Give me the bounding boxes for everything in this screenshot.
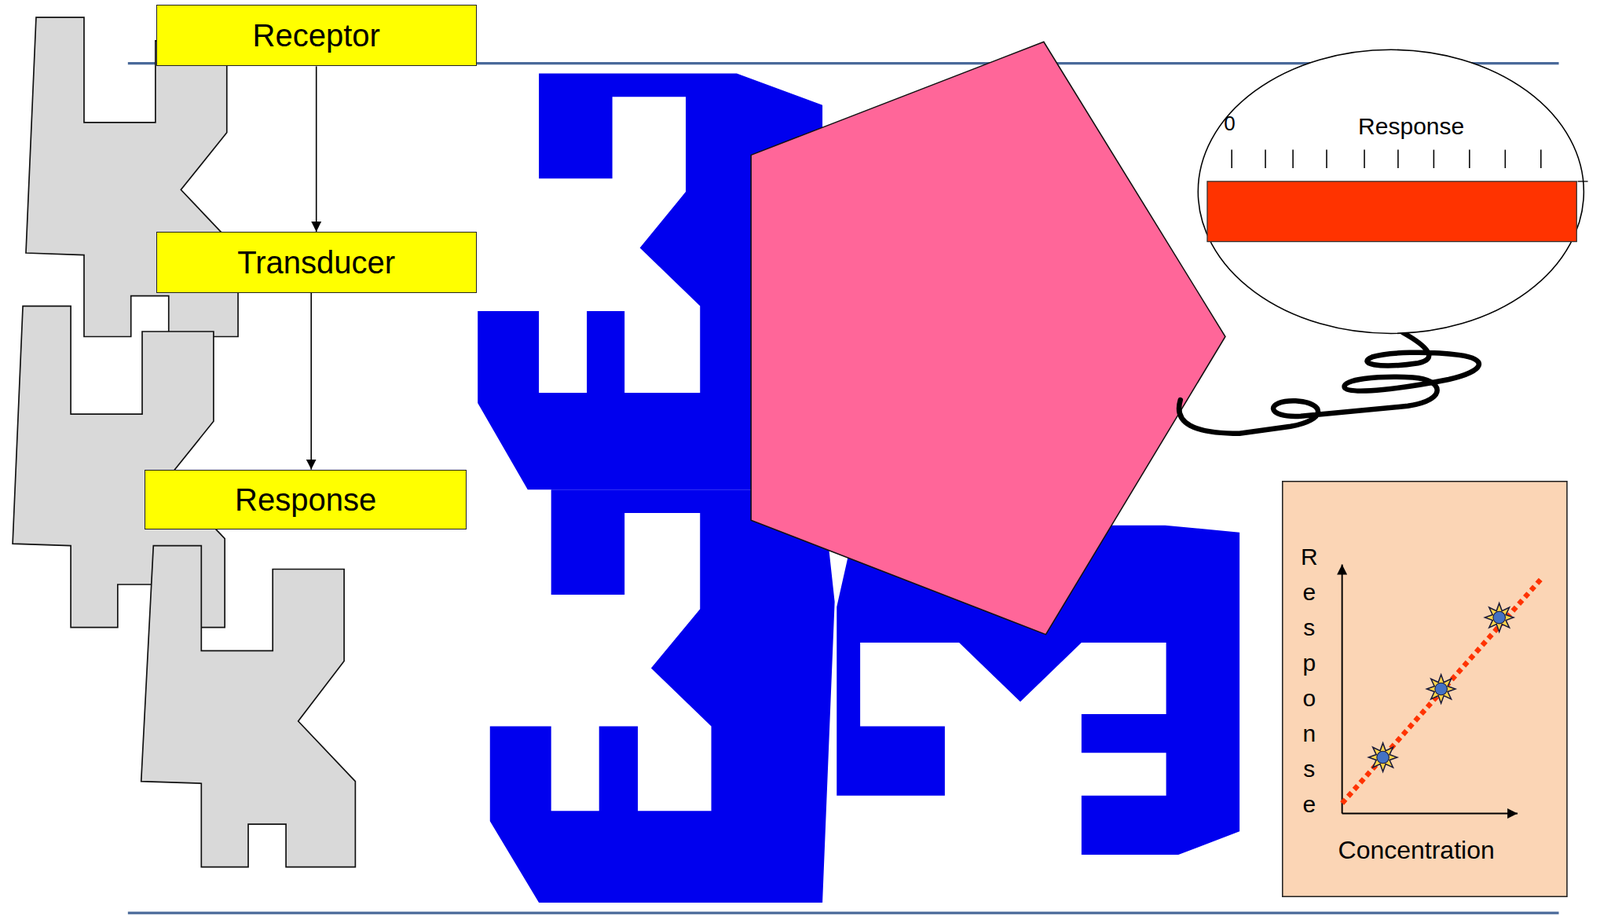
chart-panel	[1281, 480, 1568, 898]
data-dot	[1435, 682, 1448, 696]
x-axis	[1341, 812, 1517, 814]
dose-response-chart: ResponseConcentration	[1281, 480, 1568, 898]
gauge-tick	[1292, 150, 1294, 169]
process-label-box: Receptor	[156, 4, 477, 66]
flow-arrow	[315, 65, 318, 231]
axis-label: Concentration	[1338, 835, 1495, 865]
gauge-tick	[1540, 150, 1542, 169]
membrane-line	[128, 911, 1560, 914]
gauge-tick	[1325, 150, 1328, 169]
data-star	[1368, 743, 1397, 772]
y-axis	[1340, 563, 1343, 813]
process-label-box: Transducer	[156, 231, 477, 293]
gauge-outline	[1197, 48, 1586, 335]
data-dot	[1376, 750, 1389, 764]
gauge-ellipse	[1197, 50, 1584, 334]
gauge-title: Response	[1358, 113, 1465, 141]
gauge-tick	[1432, 150, 1435, 169]
gauge-tick	[1230, 150, 1233, 169]
gauge-tick	[1468, 150, 1471, 169]
gauge-tick	[1264, 150, 1267, 169]
gauge-scale-end	[1577, 181, 1588, 183]
gauge-tick	[1504, 150, 1506, 169]
data-dot	[1493, 611, 1506, 624]
data-point	[1484, 603, 1513, 632]
blue-receptor	[490, 489, 835, 903]
data-point	[1368, 743, 1397, 772]
data-star	[1426, 674, 1455, 703]
response-bar	[1207, 181, 1577, 242]
gauge-tick	[1363, 150, 1366, 169]
box-label: Receptor	[252, 17, 381, 54]
axis-label: Response	[1299, 538, 1319, 822]
box-label: Transducer	[237, 244, 396, 281]
process-label-box: Response	[144, 469, 466, 531]
response-gauge: 0 Response	[1197, 48, 1586, 335]
gauge-tick	[1397, 150, 1399, 169]
flow-arrow	[310, 292, 312, 470]
receptor-shape	[141, 545, 356, 868]
data-point	[1426, 674, 1455, 703]
box-label: Response	[234, 481, 377, 518]
pink-pentagon	[750, 41, 1226, 634]
data-star	[1484, 603, 1513, 632]
chart-background	[1281, 481, 1567, 897]
coiled-wire	[1178, 332, 1480, 434]
trend-line	[1341, 576, 1543, 803]
gauge-zero: 0	[1223, 113, 1235, 137]
